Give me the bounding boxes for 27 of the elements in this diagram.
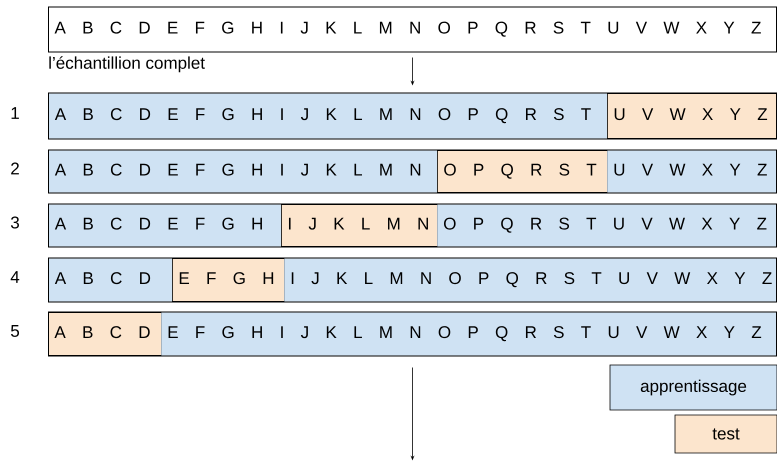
test-segment: E F G H [172, 258, 285, 302]
training-segment: I J K L M N O P Q R S T U V W X Y Z [284, 258, 776, 302]
sample-row [48, 312, 777, 356]
sample-row [48, 92, 777, 140]
training-segment: U V W X Y Z [607, 150, 776, 192]
row-number: 2 [11, 162, 19, 174]
training-segment: A B C D E F G H I J K L M N O P Q R S T [48, 94, 608, 138]
training-segment: O P Q R S T U V W X Y Z [437, 204, 776, 246]
sample-row [48, 204, 777, 248]
test-segment: A B C D [48, 312, 162, 356]
row-number: 3 [10, 216, 19, 229]
training-segment: E F G H I J K L M N O P Q R S T U V W X Y Z [161, 312, 776, 356]
legend-label: test [712, 428, 740, 440]
row-number: 5 [10, 325, 20, 337]
node-label: l’échantillion complet [49, 56, 205, 72]
training-segment: A B C D E F G H [48, 204, 282, 246]
legend-label: apprentissage [640, 380, 746, 396]
sample-row [48, 258, 777, 302]
training-segment: A B C D [48, 258, 173, 302]
row-number: 4 [10, 271, 20, 283]
sample-box: A B C D E F G H I J K L M N O P Q R S T U V W X Y Z [48, 6, 777, 52]
sample-row [48, 150, 777, 194]
training-segment: A B C D E F G H I J K L M N [48, 150, 438, 192]
test-segment: U V W X Y Z [607, 93, 777, 139]
test-segment: I J K L M N [281, 204, 438, 247]
row-number: 1 [12, 107, 19, 119]
test-segment: O P Q R S T [437, 150, 608, 193]
